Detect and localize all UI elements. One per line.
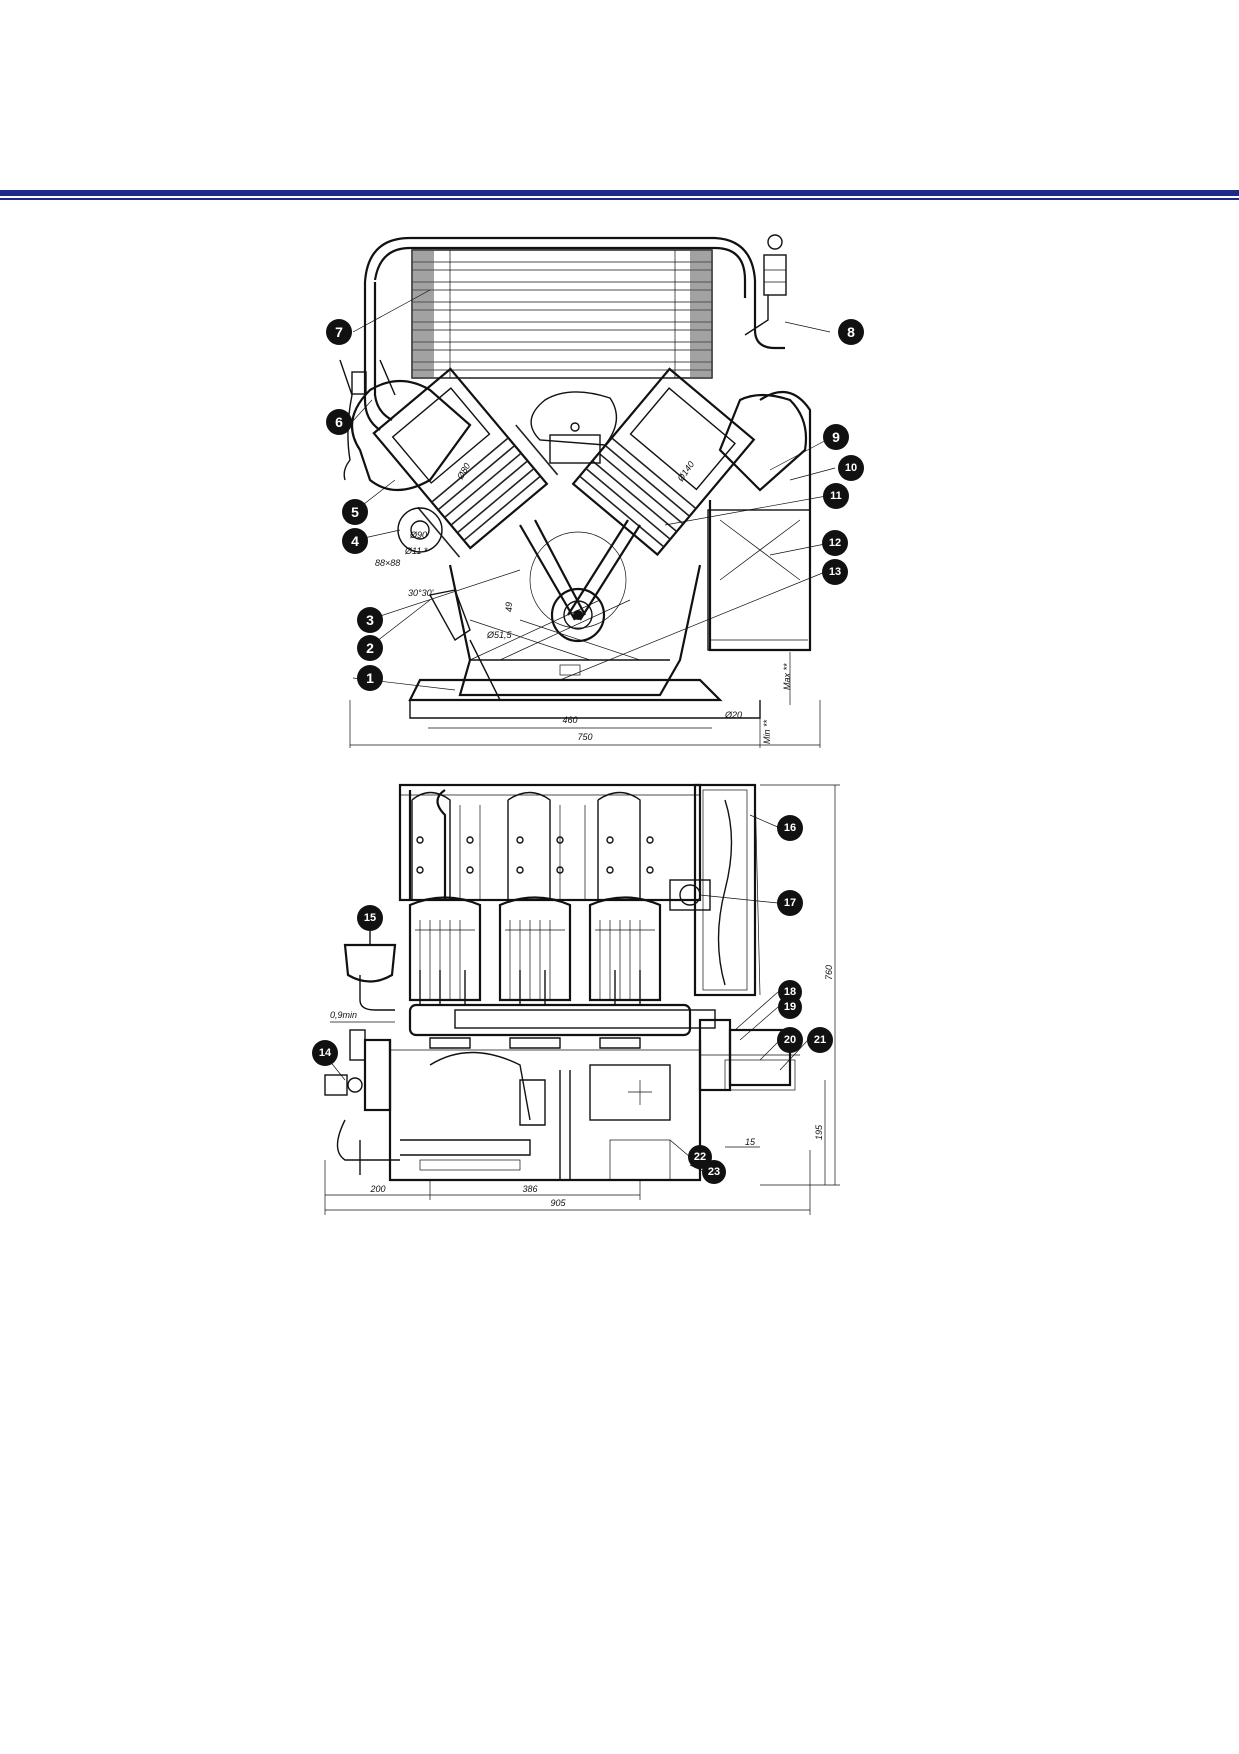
svg-text:18: 18 — [784, 986, 796, 998]
crankshaft — [454, 1009, 800, 1092]
svg-text:7: 7 — [335, 324, 343, 340]
callout-2: 2 — [357, 635, 383, 661]
svg-text:21: 21 — [814, 1034, 826, 1046]
dim-d90: Ø90 — [409, 530, 427, 540]
dim-d51: Ø51,5 — [486, 630, 513, 640]
left-fittings — [324, 1029, 400, 1175]
connecting-rods — [519, 519, 641, 643]
callout-21: 21 — [807, 1027, 833, 1053]
side-view — [324, 783, 800, 1182]
callout-4: 4 — [342, 528, 368, 554]
callout-10: 10 — [838, 455, 864, 481]
callout-19: 19 — [778, 995, 802, 1019]
callout-15: 15 — [357, 905, 383, 931]
callout-22: 22 — [688, 1145, 712, 1169]
svg-text:10: 10 — [845, 462, 857, 474]
callout-7: 7 — [326, 319, 352, 345]
dim-min: Min ** — [762, 719, 772, 744]
dim-195: 195 — [814, 1124, 824, 1140]
svg-text:22: 22 — [694, 1151, 706, 1163]
air-filter — [707, 509, 811, 651]
callout-23: 23 — [702, 1160, 726, 1184]
svg-text:8: 8 — [847, 324, 855, 340]
right-cylinder — [571, 367, 756, 557]
left-cylinder — [372, 367, 559, 558]
dim-760: 760 — [824, 965, 834, 980]
dim-905: 905 — [550, 1198, 566, 1208]
svg-text:11: 11 — [830, 490, 842, 502]
callout-16: 16 — [777, 815, 803, 841]
fan — [669, 783, 761, 997]
dim-d11: Ø11 * — [404, 546, 428, 556]
safety-valve — [744, 234, 787, 336]
dim-49: 49 — [504, 602, 514, 612]
finned-cylinders — [408, 896, 692, 1049]
dim-200: 200 — [369, 1184, 385, 1194]
dim-max: Max ** — [782, 663, 792, 690]
cooler-tube-bank — [411, 249, 713, 379]
header-rule-thick — [0, 190, 1239, 196]
svg-text:3: 3 — [366, 612, 374, 628]
callout-8: 8 — [838, 319, 864, 345]
dim-15: 15 — [745, 1137, 756, 1147]
svg-text:1: 1 — [366, 670, 374, 686]
callout-5: 5 — [342, 499, 368, 525]
dim-d140: Ø140 — [675, 459, 696, 484]
dim-d80: Ø80 — [455, 461, 473, 482]
dim-0-9min: 0,9min — [330, 1010, 357, 1020]
oil-gauge — [351, 359, 501, 701]
dim-460: 460 — [562, 715, 577, 725]
svg-text:5: 5 — [351, 504, 359, 520]
callout-12: 12 — [822, 530, 848, 556]
callout-20: 20 — [777, 1027, 803, 1053]
svg-text:13: 13 — [829, 566, 841, 578]
svg-text:14: 14 — [319, 1047, 332, 1059]
central-valve — [530, 391, 618, 464]
svg-text:6: 6 — [335, 414, 343, 430]
dim-750: 750 — [577, 732, 592, 742]
svg-text:15: 15 — [364, 912, 376, 924]
dim-386: 386 — [522, 1184, 537, 1194]
svg-text:9: 9 — [832, 429, 840, 445]
callout-11: 11 — [823, 483, 849, 509]
callout-9: 9 — [823, 424, 849, 450]
dim-d20: Ø20 — [724, 710, 742, 720]
callout-13: 13 — [822, 559, 848, 585]
header-rule-thin — [0, 198, 1239, 200]
callout-6: 6 — [326, 409, 352, 435]
leader-lines-bottom — [324, 814, 809, 1173]
cylinder-heads — [408, 789, 654, 900]
dim-88x88: 88×88 — [375, 558, 400, 568]
callout-3: 3 — [357, 607, 383, 633]
svg-text:20: 20 — [784, 1034, 796, 1046]
dim-angle: 30°30' — [408, 588, 434, 598]
callout-17: 17 — [777, 890, 803, 916]
svg-text:16: 16 — [784, 822, 796, 834]
svg-text:17: 17 — [784, 897, 796, 909]
svg-text:23: 23 — [708, 1166, 720, 1178]
callout-1: 1 — [357, 665, 383, 691]
svg-text:19: 19 — [784, 1001, 796, 1013]
svg-text:12: 12 — [829, 537, 841, 549]
svg-text:2: 2 — [366, 640, 374, 656]
svg-text:4: 4 — [351, 533, 359, 549]
cross-section-view — [339, 234, 812, 719]
dimensions-bottom: 760 195 15 0,9min 200 386 905 — [324, 784, 840, 1215]
callout-14: 14 — [312, 1040, 338, 1066]
lower-crankcase — [388, 1040, 702, 1182]
